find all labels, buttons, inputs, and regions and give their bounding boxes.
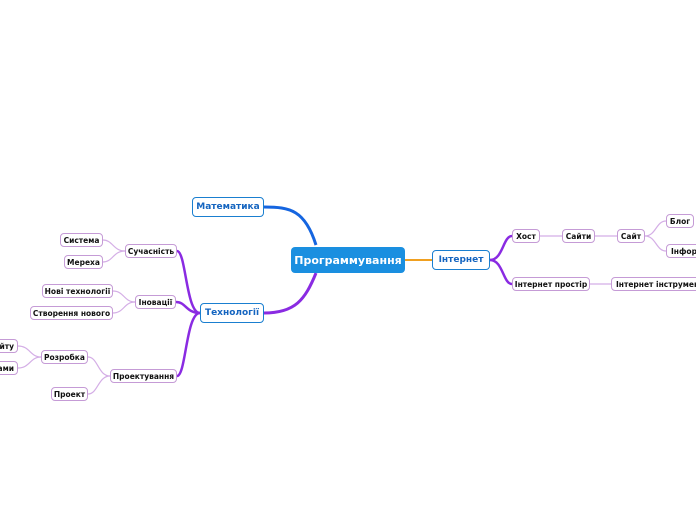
node-new-technologies[interactable]: Нові технології xyxy=(42,284,113,298)
root-node[interactable]: Программування xyxy=(291,247,405,273)
link-internet-host xyxy=(489,234,513,262)
link-design-project xyxy=(87,375,111,395)
link-tech-modernity xyxy=(176,249,201,315)
link-tech-design xyxy=(176,311,201,378)
node-blog[interactable]: Блог xyxy=(666,214,694,228)
node-development[interactable]: Розробка xyxy=(41,350,88,364)
link-modernity-system xyxy=(102,239,126,252)
link-internet-space xyxy=(489,258,513,286)
node-design[interactable]: Проектування xyxy=(110,369,177,383)
node-mathematics[interactable]: Математика xyxy=(192,197,264,217)
node-site[interactable]: Сайт xyxy=(617,229,645,243)
link-innovations-creating xyxy=(112,301,136,314)
node-creating-new[interactable]: Створення нового xyxy=(30,306,113,320)
node-project[interactable]: Проект xyxy=(51,387,88,401)
node-system[interactable]: Система xyxy=(60,233,103,247)
node-internet-space[interactable]: Інтернет простір xyxy=(512,277,590,291)
node-internet[interactable]: Інтернет xyxy=(432,250,490,270)
link-development-programs xyxy=(17,356,42,369)
link-design-development xyxy=(87,356,111,377)
link-development-site xyxy=(17,345,42,358)
link-innovations-newtech xyxy=(112,290,136,303)
link-root-tech xyxy=(263,272,318,315)
link-site-blog xyxy=(644,220,667,237)
node-programs-partial[interactable]: ами xyxy=(0,361,18,375)
node-host[interactable]: Хост xyxy=(512,229,540,243)
node-innovations[interactable]: Іновації xyxy=(135,295,176,309)
node-info-partial[interactable]: Інфор xyxy=(666,244,696,258)
node-technologies[interactable]: Технології xyxy=(200,303,264,323)
node-internet-tools[interactable]: Інтернет інструмент xyxy=(611,277,696,291)
node-sites[interactable]: Сайти xyxy=(562,229,595,243)
node-modernity[interactable]: Сучасність xyxy=(125,244,177,258)
link-site-info xyxy=(644,235,667,252)
link-root-math xyxy=(263,205,318,246)
node-network[interactable]: Мереха xyxy=(64,255,103,269)
link-modernity-network xyxy=(102,250,126,263)
